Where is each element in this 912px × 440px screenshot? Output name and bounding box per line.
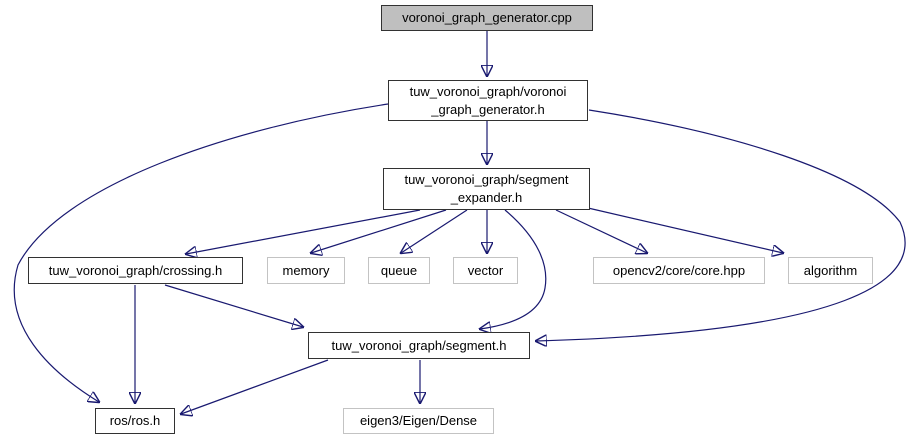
edge-generator-h-to-ros: [13, 103, 389, 402]
edge-expander-h-to-algorithm: [587, 207, 783, 253]
node-voronoi-graph-generator-cpp: voronoi_graph_generator.cpp: [381, 5, 593, 31]
edge-crossing-h-to-segment-h: [164, 284, 303, 327]
node-queue: queue: [368, 257, 430, 284]
node-algorithm: algorithm: [788, 257, 873, 284]
node-segment-expander-h[interactable]: tuw_voronoi_graph/segment _expander.h: [383, 168, 590, 210]
edge-generator-h-to-segment-h: [536, 109, 906, 341]
edge-expander-h-to-queue: [401, 209, 468, 253]
node-ros-ros-h[interactable]: ros/ros.h: [95, 408, 175, 434]
node-voronoi-graph-generator-h[interactable]: tuw_voronoi_graph/voronoi _graph_generat…: [388, 80, 588, 121]
edge-expander-h-to-segment-h: [480, 209, 547, 329]
node-crossing-h[interactable]: tuw_voronoi_graph/crossing.h: [28, 257, 243, 284]
node-memory: memory: [267, 257, 345, 284]
node-opencv-core-hpp: opencv2/core/core.hpp: [593, 257, 765, 284]
edge-expander-h-to-crossing-h: [186, 209, 421, 254]
node-vector: vector: [453, 257, 518, 284]
edge-expander-h-to-memory: [311, 209, 447, 253]
node-segment-h[interactable]: tuw_voronoi_graph/segment.h: [308, 332, 530, 359]
node-eigen3-eigen-dense: eigen3/Eigen/Dense: [343, 408, 494, 434]
edge-segment-h-to-ros: [181, 359, 329, 414]
edge-expander-h-to-opencv: [555, 209, 647, 253]
